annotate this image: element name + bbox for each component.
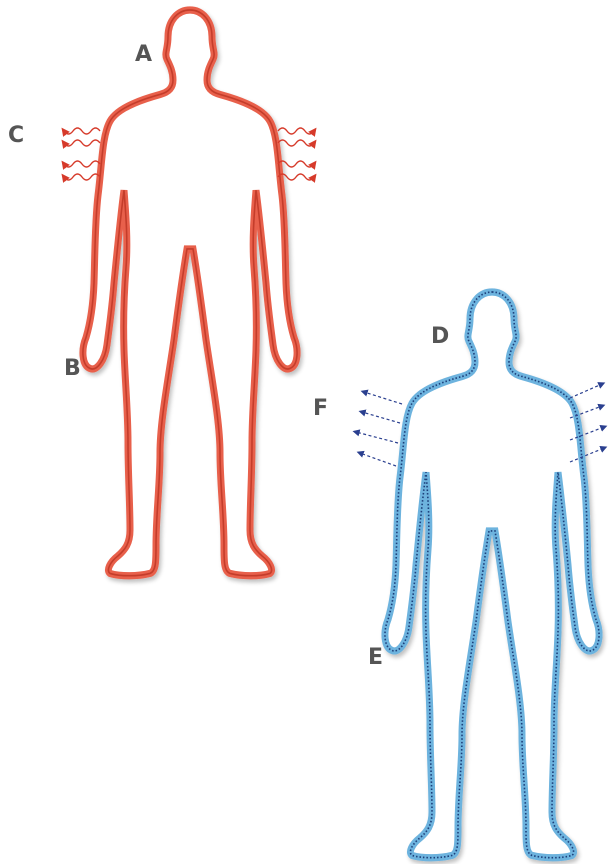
label-e: E bbox=[368, 647, 383, 669]
dashed-arrow-icon bbox=[360, 453, 396, 466]
wavy-heat-arrow-icon bbox=[64, 161, 100, 167]
wavy-heat-arrow-icon bbox=[64, 174, 100, 180]
label-a: A bbox=[135, 44, 152, 66]
dashed-arrow-icon bbox=[364, 392, 402, 404]
dashed-arrow-icon bbox=[570, 384, 602, 398]
wavy-heat-arrow-icon bbox=[278, 161, 314, 167]
label-c: C bbox=[8, 125, 24, 147]
warm-figure bbox=[83, 10, 297, 576]
cool-arrows-left bbox=[356, 392, 402, 466]
wavy-heat-arrow-icon bbox=[278, 140, 314, 146]
label-d: D bbox=[431, 326, 449, 348]
human-silhouette-icon bbox=[385, 292, 599, 858]
cool-figure bbox=[385, 292, 599, 858]
heat-waves-left bbox=[64, 128, 100, 180]
wavy-heat-arrow-icon bbox=[64, 140, 100, 146]
wavy-heat-arrow-icon bbox=[64, 128, 100, 134]
label-f: F bbox=[313, 398, 328, 420]
wavy-heat-arrow-icon bbox=[278, 128, 314, 134]
dashed-arrow-icon bbox=[356, 432, 398, 443]
human-silhouette-icon bbox=[83, 10, 297, 576]
label-b: B bbox=[64, 358, 81, 380]
dashed-arrow-icon bbox=[362, 412, 400, 423]
heat-waves-right bbox=[278, 128, 314, 180]
